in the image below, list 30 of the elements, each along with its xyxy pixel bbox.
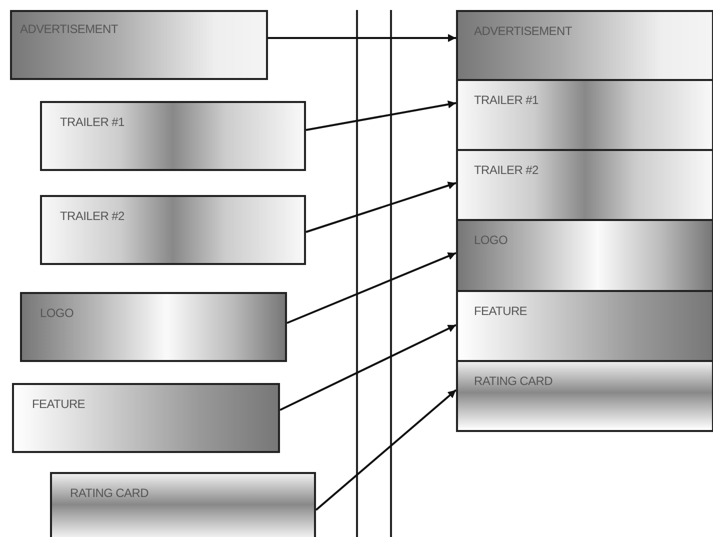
source-box bbox=[50, 472, 316, 537]
sequence-band bbox=[456, 290, 713, 362]
box-label: LOGO bbox=[474, 233, 508, 247]
box-label: FEATURE bbox=[474, 304, 528, 318]
box-label: ADVERTISEMENT bbox=[20, 22, 118, 36]
arrow bbox=[315, 389, 457, 511]
sequence-band bbox=[456, 79, 713, 151]
source-box bbox=[10, 10, 268, 80]
arrow bbox=[306, 182, 456, 233]
arrow bbox=[286, 252, 456, 324]
sequence-band bbox=[456, 360, 713, 432]
box-label: TRAILER #1 bbox=[474, 93, 538, 107]
source-box bbox=[40, 101, 306, 171]
box-label: FEATURE bbox=[32, 397, 86, 411]
source-box bbox=[12, 383, 280, 453]
box-label: TRAILER #1 bbox=[60, 115, 124, 129]
sequence-band bbox=[456, 219, 713, 292]
sequence-band bbox=[456, 10, 713, 81]
box-label: RATING CARD bbox=[474, 374, 552, 388]
box-label: RATING CARD bbox=[70, 486, 148, 500]
box-label: TRAILER #2 bbox=[474, 163, 538, 177]
arrow bbox=[280, 324, 456, 411]
box-label: LOGO bbox=[40, 306, 74, 320]
box-label: ADVERTISEMENT bbox=[474, 24, 572, 38]
box-label: TRAILER #2 bbox=[60, 209, 124, 223]
sequence-band bbox=[456, 149, 713, 221]
arrow bbox=[268, 34, 456, 42]
source-box bbox=[20, 292, 287, 362]
arrow bbox=[306, 100, 456, 131]
source-box bbox=[40, 195, 306, 265]
